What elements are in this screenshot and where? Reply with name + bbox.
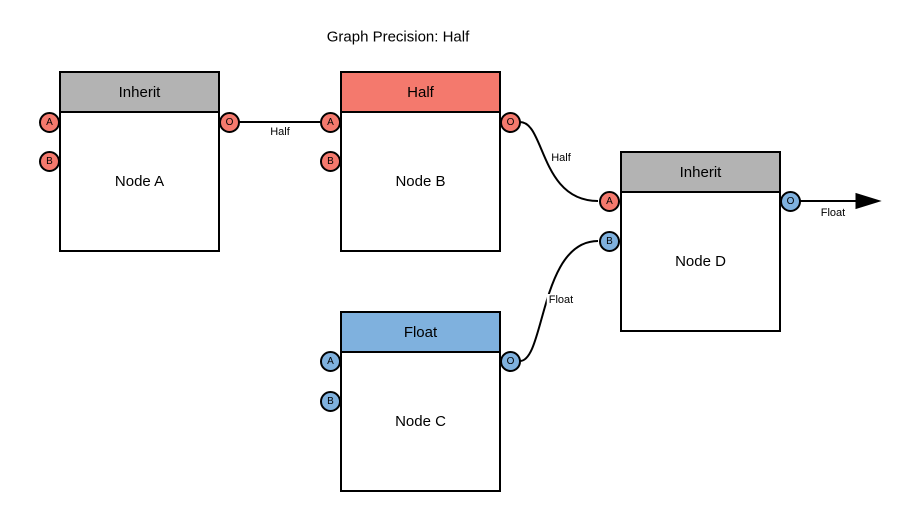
output-arrowhead-icon	[855, 192, 882, 210]
edge-b-to-d-label: Half	[549, 152, 573, 164]
node-b-body: Node B	[342, 113, 499, 250]
node-b-label: Node B	[395, 173, 446, 190]
node-a-port-a: A	[39, 112, 60, 133]
node-d-port-a: A	[599, 191, 620, 212]
node-c: Float Node C	[340, 311, 501, 492]
node-c-header: Float	[342, 313, 499, 353]
node-d-header: Inherit	[622, 153, 779, 193]
node-c-port-b: B	[320, 391, 341, 412]
node-d-label: Node D	[675, 253, 726, 270]
node-d-header-label: Inherit	[679, 163, 722, 181]
node-c-header-label: Float	[403, 323, 438, 341]
node-c-label: Node C	[395, 413, 446, 430]
node-b-header-label: Half	[407, 83, 434, 101]
node-a-header: Inherit	[61, 73, 218, 113]
edge-a-to-b-label: Half	[268, 126, 292, 138]
node-b-port-o: O	[500, 112, 521, 133]
node-a-body: Node A	[61, 113, 218, 250]
node-b: Half Node B	[340, 71, 501, 252]
node-c-port-a: A	[320, 351, 341, 372]
node-c-body: Node C	[342, 353, 499, 490]
node-a-label: Node A	[114, 173, 165, 190]
node-a-port-b: B	[39, 151, 60, 172]
node-a-port-o: O	[219, 112, 240, 133]
edge-c-to-d-label: Float	[546, 294, 576, 306]
node-a: Inherit Node A	[59, 71, 220, 252]
node-d-port-o: O	[780, 191, 801, 212]
edge-d-output-label: Float	[818, 207, 848, 219]
node-d-body: Node D	[622, 193, 779, 330]
node-b-port-a: A	[320, 112, 341, 133]
node-d: Inherit Node D	[620, 151, 781, 332]
node-a-header-label: Inherit	[118, 83, 161, 101]
node-b-port-b: B	[320, 151, 341, 172]
node-b-header: Half	[342, 73, 499, 113]
node-c-port-o: O	[500, 351, 521, 372]
diagram-title: Graph Precision: Half	[326, 28, 470, 46]
node-d-port-b: B	[599, 231, 620, 252]
